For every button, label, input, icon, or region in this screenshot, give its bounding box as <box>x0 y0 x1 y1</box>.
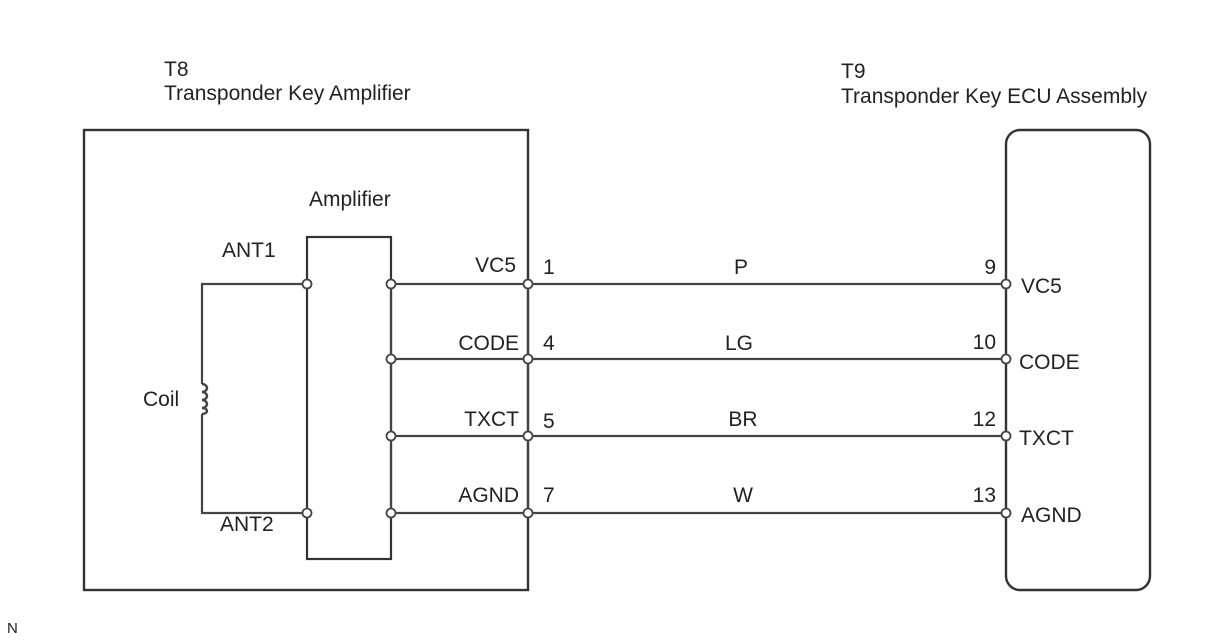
amp-node-code <box>385 353 397 365</box>
t9-pin-node-13 <box>1000 507 1012 519</box>
wire-color-w: W <box>733 484 753 507</box>
t8-name: Transponder Key Amplifier <box>164 82 411 105</box>
t9-code: T9 <box>841 60 866 83</box>
coil-icon <box>201 382 209 416</box>
t9-pin-node-9 <box>1000 278 1012 290</box>
t8-pin-number-7: 7 <box>543 484 555 507</box>
t8-pin-node-1 <box>522 278 534 290</box>
t8-pin-number-5: 5 <box>543 410 555 433</box>
t9-pin-number-12: 12 <box>973 408 996 431</box>
amplifier-label: Amplifier <box>309 188 391 211</box>
t8-code: T8 <box>164 58 189 81</box>
corner-mark: N <box>7 620 18 637</box>
coil-label: Coil <box>143 388 179 411</box>
t8-pin-node-5 <box>522 430 534 442</box>
coil-wire-top <box>200 282 307 384</box>
t8-pin-name-code: CODE <box>458 332 519 355</box>
t9-pin-number-10: 10 <box>973 331 996 354</box>
t8-pin-node-7 <box>522 507 534 519</box>
ant2-terminal <box>301 507 313 519</box>
amp-node-vc5 <box>385 278 397 290</box>
t9-pin-name-txct: TXCT <box>1019 427 1074 450</box>
ant1-terminal <box>301 278 313 290</box>
wire-color-br: BR <box>728 408 757 431</box>
amp-node-agnd <box>385 507 397 519</box>
t9-pin-name-agnd: AGND <box>1021 504 1082 527</box>
coil-wire-bottom <box>200 414 307 515</box>
t8-pin-name-txct: TXCT <box>464 408 519 431</box>
ant2-label: ANT2 <box>220 513 274 536</box>
t9-pin-number-9: 9 <box>984 256 996 279</box>
wire-color-lg: LG <box>725 332 753 355</box>
t8-pin-number-4: 4 <box>543 332 555 355</box>
t9-pin-node-12 <box>1000 430 1012 442</box>
t9-pin-node-10 <box>1000 353 1012 365</box>
amp-node-txct <box>385 430 397 442</box>
t8-pin-number-1: 1 <box>543 256 555 279</box>
t8-pin-name-agnd: AGND <box>458 484 519 507</box>
ant1-label: ANT1 <box>222 239 276 262</box>
t9-pin-name-code: CODE <box>1019 351 1080 374</box>
t9-name: Transponder Key ECU Assembly <box>841 85 1148 108</box>
t8-pin-name-vc5: VC5 <box>475 254 516 277</box>
t9-pin-name-vc5: VC5 <box>1021 275 1062 298</box>
wire-color-p: P <box>734 256 748 279</box>
amplifier-block <box>305 235 393 561</box>
t8-pin-node-4 <box>522 353 534 365</box>
t9-pin-number-13: 13 <box>973 484 996 507</box>
